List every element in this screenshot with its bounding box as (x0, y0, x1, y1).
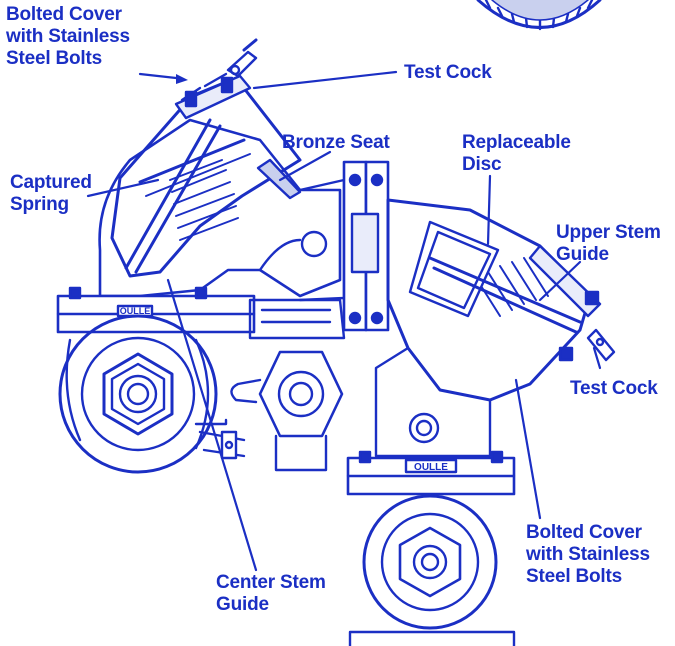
gear-icon (476, 0, 602, 31)
bolted-cover-left-label: Bolted Cover with Stainless Steel Bolts (6, 4, 130, 69)
right-check-valve (346, 198, 616, 646)
bronze-seat-label: Bronze Seat (282, 132, 390, 153)
bolted-cover-right-label: Bolted Cover with Stainless Steel Bolts (526, 522, 650, 587)
middle-connector (230, 160, 390, 472)
captured-spring-label: Captured Spring (10, 172, 92, 215)
left-nameplate: OULLE (120, 306, 151, 316)
test-cock-right-label: Test Cock (570, 378, 658, 399)
test-cock-top-label: Test Cock (404, 62, 492, 83)
replaceable-disc-label: Replaceable Disc (462, 132, 571, 175)
upper-stem-guide-label: Upper Stem Guide (556, 222, 661, 265)
center-stem-guide-label: Center Stem Guide (216, 572, 326, 615)
right-nameplate: OULLE (414, 462, 448, 473)
left-check-valve (56, 38, 346, 474)
leader-lines (86, 70, 602, 572)
